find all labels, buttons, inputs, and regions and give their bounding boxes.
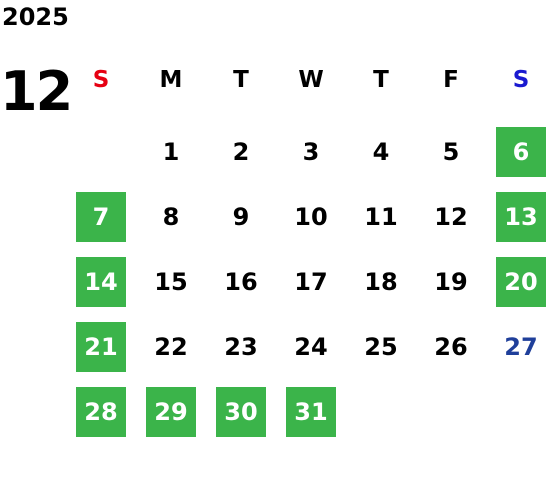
weekday-header-wednesday: W bbox=[298, 67, 324, 93]
day-cell: 26 bbox=[416, 321, 486, 386]
day-cell-highlighted: 28 bbox=[66, 386, 136, 451]
day-number: 25 bbox=[364, 333, 398, 361]
day-cell: 23 bbox=[206, 321, 276, 386]
day-cell: 11 bbox=[346, 191, 416, 256]
day-number: 24 bbox=[294, 333, 328, 361]
day-number: 7 bbox=[76, 192, 126, 242]
weekday-header-thursday: T bbox=[373, 67, 389, 93]
day-number: 20 bbox=[496, 257, 546, 307]
day-number: 2 bbox=[232, 138, 250, 166]
day-cell: 15 bbox=[136, 256, 206, 321]
day-number: 23 bbox=[224, 333, 258, 361]
month-label: 12 bbox=[0, 60, 73, 123]
calendar-grid: S M T W T F S 1 2 3 4 5 6 7 8 9 10 11 12… bbox=[66, 58, 548, 448]
day-number: 14 bbox=[76, 257, 126, 307]
day-cell: 8 bbox=[136, 191, 206, 256]
day-cell-saturday: 27 bbox=[486, 321, 548, 386]
weekday-header-sunday: S bbox=[92, 67, 110, 93]
day-number: 28 bbox=[76, 387, 126, 437]
day-number: 12 bbox=[434, 203, 468, 231]
day-cell-highlighted: 31 bbox=[276, 386, 346, 451]
weekday-header-tuesday: T bbox=[233, 67, 249, 93]
day-cell-highlighted: 6 bbox=[486, 126, 548, 191]
day-cell: 22 bbox=[136, 321, 206, 386]
day-cell: 12 bbox=[416, 191, 486, 256]
day-cell: 17 bbox=[276, 256, 346, 321]
day-cell: 10 bbox=[276, 191, 346, 256]
day-number: 11 bbox=[364, 203, 398, 231]
day-number: 13 bbox=[496, 192, 546, 242]
day-number: 16 bbox=[224, 268, 258, 296]
day-number: 31 bbox=[286, 387, 336, 437]
day-number: 29 bbox=[146, 387, 196, 437]
day-cell-highlighted: 21 bbox=[66, 321, 136, 386]
day-number: 9 bbox=[232, 203, 250, 231]
day-cell: 9 bbox=[206, 191, 276, 256]
day-number: 10 bbox=[294, 203, 328, 231]
weekday-header-friday: F bbox=[443, 67, 459, 93]
weekday-header-saturday: S bbox=[512, 67, 530, 93]
day-cell: 2 bbox=[206, 126, 276, 191]
day-cell-highlighted: 14 bbox=[66, 256, 136, 321]
day-number: 3 bbox=[302, 138, 320, 166]
day-cell: 5 bbox=[416, 126, 486, 191]
day-cell: 25 bbox=[346, 321, 416, 386]
day-cell-highlighted: 20 bbox=[486, 256, 548, 321]
day-number: 6 bbox=[496, 127, 546, 177]
day-cell: 3 bbox=[276, 126, 346, 191]
day-number: 26 bbox=[434, 333, 468, 361]
day-cell: 19 bbox=[416, 256, 486, 321]
day-cell-highlighted: 29 bbox=[136, 386, 206, 451]
day-number: 22 bbox=[154, 333, 188, 361]
day-number: 8 bbox=[162, 203, 180, 231]
day-cell-highlighted: 7 bbox=[66, 191, 136, 256]
day-number: 5 bbox=[442, 138, 460, 166]
day-number: 30 bbox=[216, 387, 266, 437]
day-number: 27 bbox=[504, 333, 538, 361]
day-number: 19 bbox=[434, 268, 468, 296]
day-number: 4 bbox=[372, 138, 390, 166]
day-cell: 16 bbox=[206, 256, 276, 321]
day-cell: 24 bbox=[276, 321, 346, 386]
day-number: 21 bbox=[76, 322, 126, 372]
day-number: 1 bbox=[162, 138, 180, 166]
day-number: 17 bbox=[294, 268, 328, 296]
day-cell: 1 bbox=[136, 126, 206, 191]
weekday-header-monday: M bbox=[159, 67, 183, 93]
day-cell: 18 bbox=[346, 256, 416, 321]
day-number: 15 bbox=[154, 268, 188, 296]
day-cell-highlighted: 30 bbox=[206, 386, 276, 451]
day-cell: 4 bbox=[346, 126, 416, 191]
day-number: 18 bbox=[364, 268, 398, 296]
year-label: 2025 bbox=[2, 3, 69, 31]
day-cell-highlighted: 13 bbox=[486, 191, 548, 256]
